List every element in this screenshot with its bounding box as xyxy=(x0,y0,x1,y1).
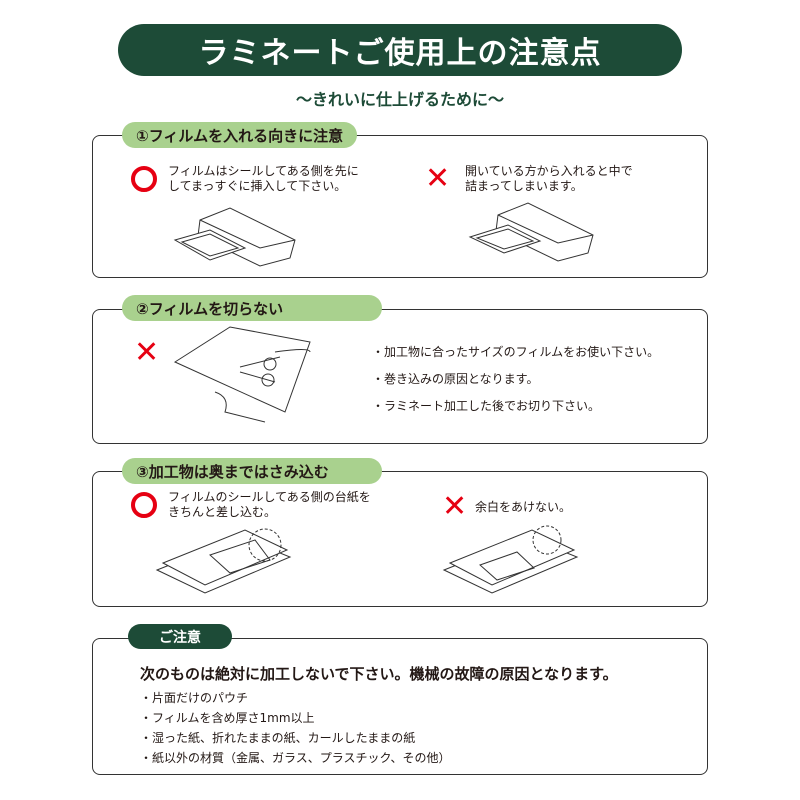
subtitle: 〜きれいに仕上げるために〜 xyxy=(295,90,504,109)
film-wrong-illustration xyxy=(442,525,579,594)
section-film-direction xyxy=(92,135,708,278)
ng-text: 余白をあけない。 xyxy=(475,500,572,514)
ok-circle-icon xyxy=(131,492,157,518)
ng-cross-icon: ✕ xyxy=(442,489,468,524)
laminator-wrong-illustration xyxy=(468,202,594,262)
film-correct-illustration xyxy=(155,528,292,594)
section-label: ③加工物は奥まではさみ込む xyxy=(122,458,382,484)
bullet-list: ・加工物に合ったサイズのフィルムをお使い下さい。 ・巻き込みの原因となります。 … xyxy=(372,345,660,413)
section-label: ①フィルムを入れる向きに注意 xyxy=(122,122,358,148)
section-label: ②フィルムを切らない xyxy=(122,295,382,321)
ok-circle-icon xyxy=(131,166,157,192)
ng-cross-icon: ✕ xyxy=(134,335,160,370)
ok-text: フィルムのシールしてある側の台紙をきちんと差し込む。 xyxy=(168,490,371,519)
laminator-correct-illustration xyxy=(173,207,296,267)
cutting-film-illustration xyxy=(173,326,311,423)
ng-text: 開いている方から入れると中で詰まってしまいます。 xyxy=(465,164,633,193)
ng-cross-icon: ✕ xyxy=(425,161,451,196)
caution-lead: 次のものは絶対に加工しないで下さい。機械の故障の原因となります。 xyxy=(140,665,618,683)
page-title: ラミネートご使用上の注意点 xyxy=(118,24,682,76)
ok-text: フィルムはシールしてある側を先にしてまっすぐに挿入して下さい。 xyxy=(168,164,359,193)
caution-list: ・片面だけのパウチ ・フィルムを含め厚さ1mm以上 ・湿った紙、折れたままの紙、… xyxy=(140,691,451,765)
section-caution xyxy=(92,638,708,775)
section-label: ご注意 xyxy=(128,624,232,649)
section-do-not-cut xyxy=(92,309,708,444)
